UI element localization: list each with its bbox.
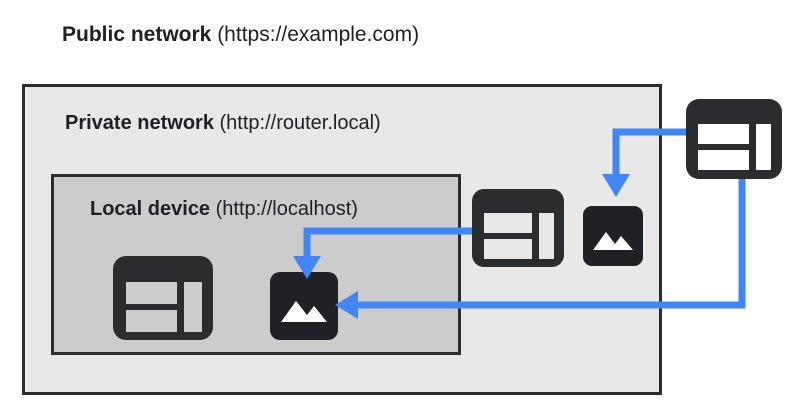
local-device-name: Local device	[90, 198, 211, 220]
private-network-zone: Private network (http://router.local) Lo…	[22, 84, 662, 395]
private-network-label: Private network (http://router.local)	[65, 109, 381, 137]
public-network-name: Public network	[62, 23, 212, 46]
browser-window-icon[interactable]	[472, 189, 564, 267]
local-device-label: Local device (http://localhost)	[90, 195, 358, 223]
public-network-url: (https://example.com)	[211, 23, 420, 46]
image-placeholder-icon[interactable]	[583, 206, 643, 266]
private-network-name: Private network	[65, 112, 214, 134]
browser-window-icon[interactable]	[686, 99, 782, 179]
public-network-label: Public network (https://example.com)	[62, 20, 419, 50]
image-placeholder-icon[interactable]	[270, 272, 338, 340]
browser-window-icon[interactable]	[113, 256, 213, 340]
private-network-url: (http://router.local)	[213, 112, 381, 134]
local-device-url: (http://localhost)	[210, 198, 358, 220]
